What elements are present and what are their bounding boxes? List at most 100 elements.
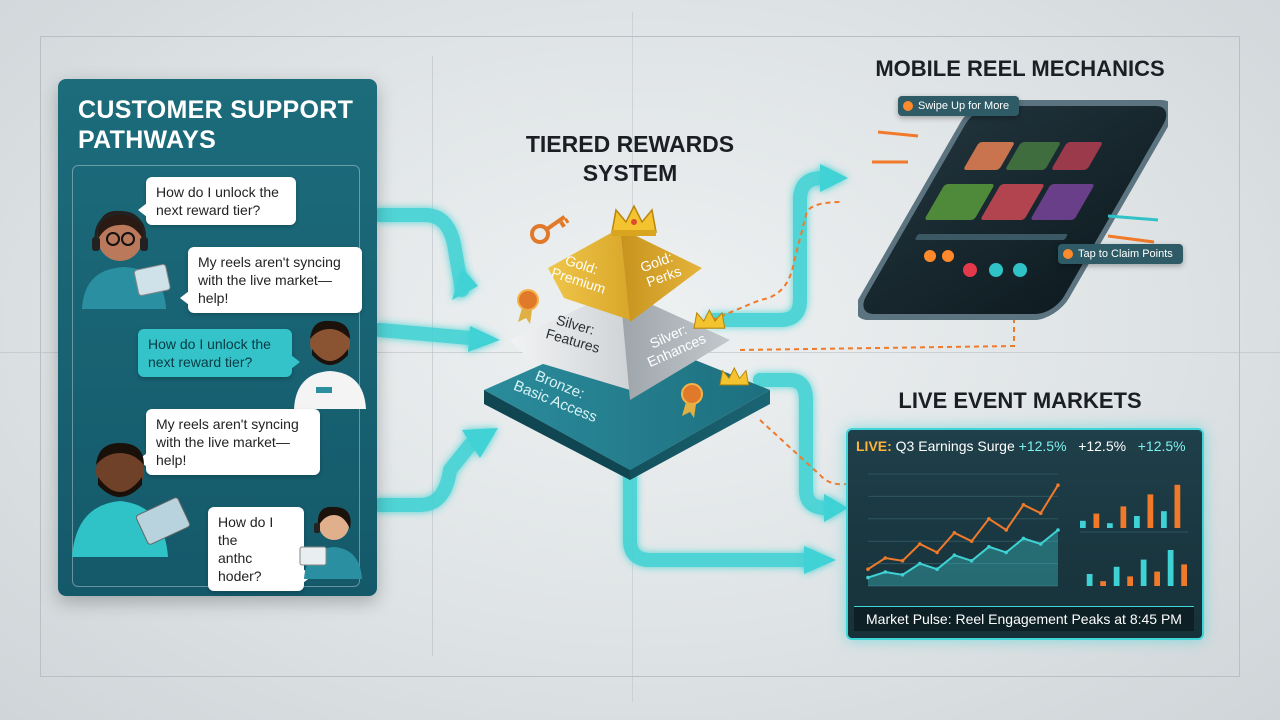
chart-point — [952, 531, 957, 535]
reel-action-icon — [924, 250, 936, 262]
chart-bar — [1167, 550, 1174, 586]
mobile-title: MOBILE REEL MECHANICS — [875, 56, 1165, 81]
chart-bar — [1174, 484, 1181, 528]
agent-avatar-1 — [82, 210, 171, 309]
support-title: CUSTOMER SUPPORT PATHWAYS — [78, 95, 368, 155]
rewards-title-line2: SYSTEM — [582, 160, 678, 186]
chart-bar — [1107, 523, 1113, 528]
chart-bar — [1093, 513, 1100, 528]
live-title: LIVE EVENT MARKETS — [898, 388, 1142, 413]
chart-point — [952, 553, 957, 557]
support-message-3: How do I unlock the next reward tier? — [138, 329, 300, 377]
chart-point — [866, 575, 870, 580]
frame-line-v1 — [432, 56, 433, 656]
chart-point — [918, 561, 922, 566]
arrowhead-2 — [468, 326, 500, 352]
chart-point — [1056, 483, 1060, 487]
arrowhead-6 — [824, 494, 848, 522]
chart-point — [1038, 542, 1043, 546]
support-message-2: My reels aren't syncing with the live ma… — [180, 247, 362, 313]
dashed-silver-mobile — [739, 290, 1015, 351]
rewards-title-line1: TIERED REWARDS — [525, 131, 735, 157]
arrowhead-5 — [820, 164, 848, 192]
chart-bar — [1113, 566, 1120, 586]
market-ticker: LIVE: Q3 Earnings Surge +12.5% +12.5% +1… — [856, 438, 1196, 454]
medal-icon — [517, 289, 539, 324]
reel-share-icon — [989, 263, 1003, 277]
chart-series-line — [867, 484, 1059, 571]
tier-gold-right — [620, 228, 702, 322]
chart-bar — [1127, 576, 1133, 586]
motion-streaks — [872, 130, 1159, 244]
ticker-text: Q3 Earnings Surge — [895, 438, 1015, 454]
market-pulse-bar: Market Pulse: Reel Engagement Peaks at 8… — [854, 606, 1194, 631]
market-chart — [866, 473, 1188, 587]
live-market-dashboard: LIVE: Q3 Earnings Surge +12.5% +12.5% +1… — [846, 428, 1204, 640]
chart-point — [1021, 503, 1026, 507]
rewards-pyramid: Gold: Premium Gold: Perks Silver: Featur… — [484, 204, 770, 480]
chart-point — [935, 550, 939, 555]
arrow-to-mobile — [705, 171, 829, 327]
agent-avatar-3 — [72, 443, 191, 557]
ticker-value-3: +12.5% — [1137, 438, 1186, 454]
tier-silver-left-label: Silver: Features — [544, 310, 606, 356]
chart-series-line — [867, 529, 1059, 579]
chart-point — [900, 559, 905, 563]
chart-bar — [1154, 571, 1160, 586]
arrowhead-1 — [452, 268, 478, 300]
tier-gold-right-label: Gold: Perks — [638, 247, 684, 290]
arrowhead-3 — [462, 428, 498, 458]
crown-small-icon-2 — [719, 366, 750, 386]
crown-icon — [611, 204, 657, 236]
chart-point — [866, 567, 870, 571]
reel-comment-icon — [1013, 263, 1027, 277]
chart-bar — [1147, 494, 1154, 528]
support-title-line2: PATHWAYS — [78, 126, 217, 154]
swipe-up-label: Swipe Up for More — [898, 96, 1020, 116]
reel-like-icon — [963, 263, 977, 277]
chart-bar — [1086, 574, 1093, 586]
chart-point — [935, 567, 939, 571]
support-message-1: How do I unlock the next reward tier? — [138, 177, 296, 225]
chart-bar — [1181, 564, 1187, 586]
chart-bar — [1140, 559, 1147, 586]
chart-point — [883, 556, 888, 560]
chart-point — [987, 545, 991, 549]
frame-line-left — [40, 36, 41, 676]
arrow-support-3 — [373, 438, 477, 512]
dashed-bronze-live — [759, 419, 847, 486]
chart-bar — [1161, 511, 1167, 528]
chart-point — [1004, 550, 1008, 555]
chart-point — [883, 570, 888, 574]
rewards-title: TIERED REWARDS SYSTEM — [505, 130, 755, 188]
chart-point — [969, 559, 974, 563]
chart-point — [1056, 528, 1060, 532]
arrow-to-live-1 — [623, 463, 812, 567]
support-title-line1: CUSTOMER SUPPORT — [78, 96, 354, 124]
chart-point — [1021, 536, 1026, 541]
support-message-5: How do I the anthc hoder? — [208, 507, 312, 591]
frame-line-top — [40, 36, 1240, 37]
agent-avatar-2 — [294, 320, 366, 409]
arrow-support-2 — [373, 323, 477, 345]
chart-point — [1004, 528, 1008, 532]
chart-point — [918, 542, 922, 546]
ticker-value-2: +12.5% — [1078, 438, 1127, 454]
arrowhead-4 — [804, 546, 836, 574]
chart-point — [969, 539, 974, 543]
tap-claim-label: Tap to Claim Points — [1058, 244, 1183, 264]
reel-action-icon-2 — [942, 250, 954, 262]
chart-bar — [1134, 516, 1140, 528]
ticker-live-label: LIVE: — [856, 438, 892, 454]
key-icon — [530, 215, 570, 244]
chart-bar — [1080, 520, 1086, 528]
ticker-value-1: +12.5% — [1018, 438, 1067, 454]
crown-small-icon — [693, 308, 726, 329]
tier-silver-left — [510, 290, 630, 390]
frame-line-right — [1239, 36, 1240, 676]
arrow-support-1 — [373, 208, 469, 297]
tier-gold-left — [548, 228, 630, 320]
chart-point — [987, 517, 991, 521]
chart-bar — [1100, 581, 1106, 586]
